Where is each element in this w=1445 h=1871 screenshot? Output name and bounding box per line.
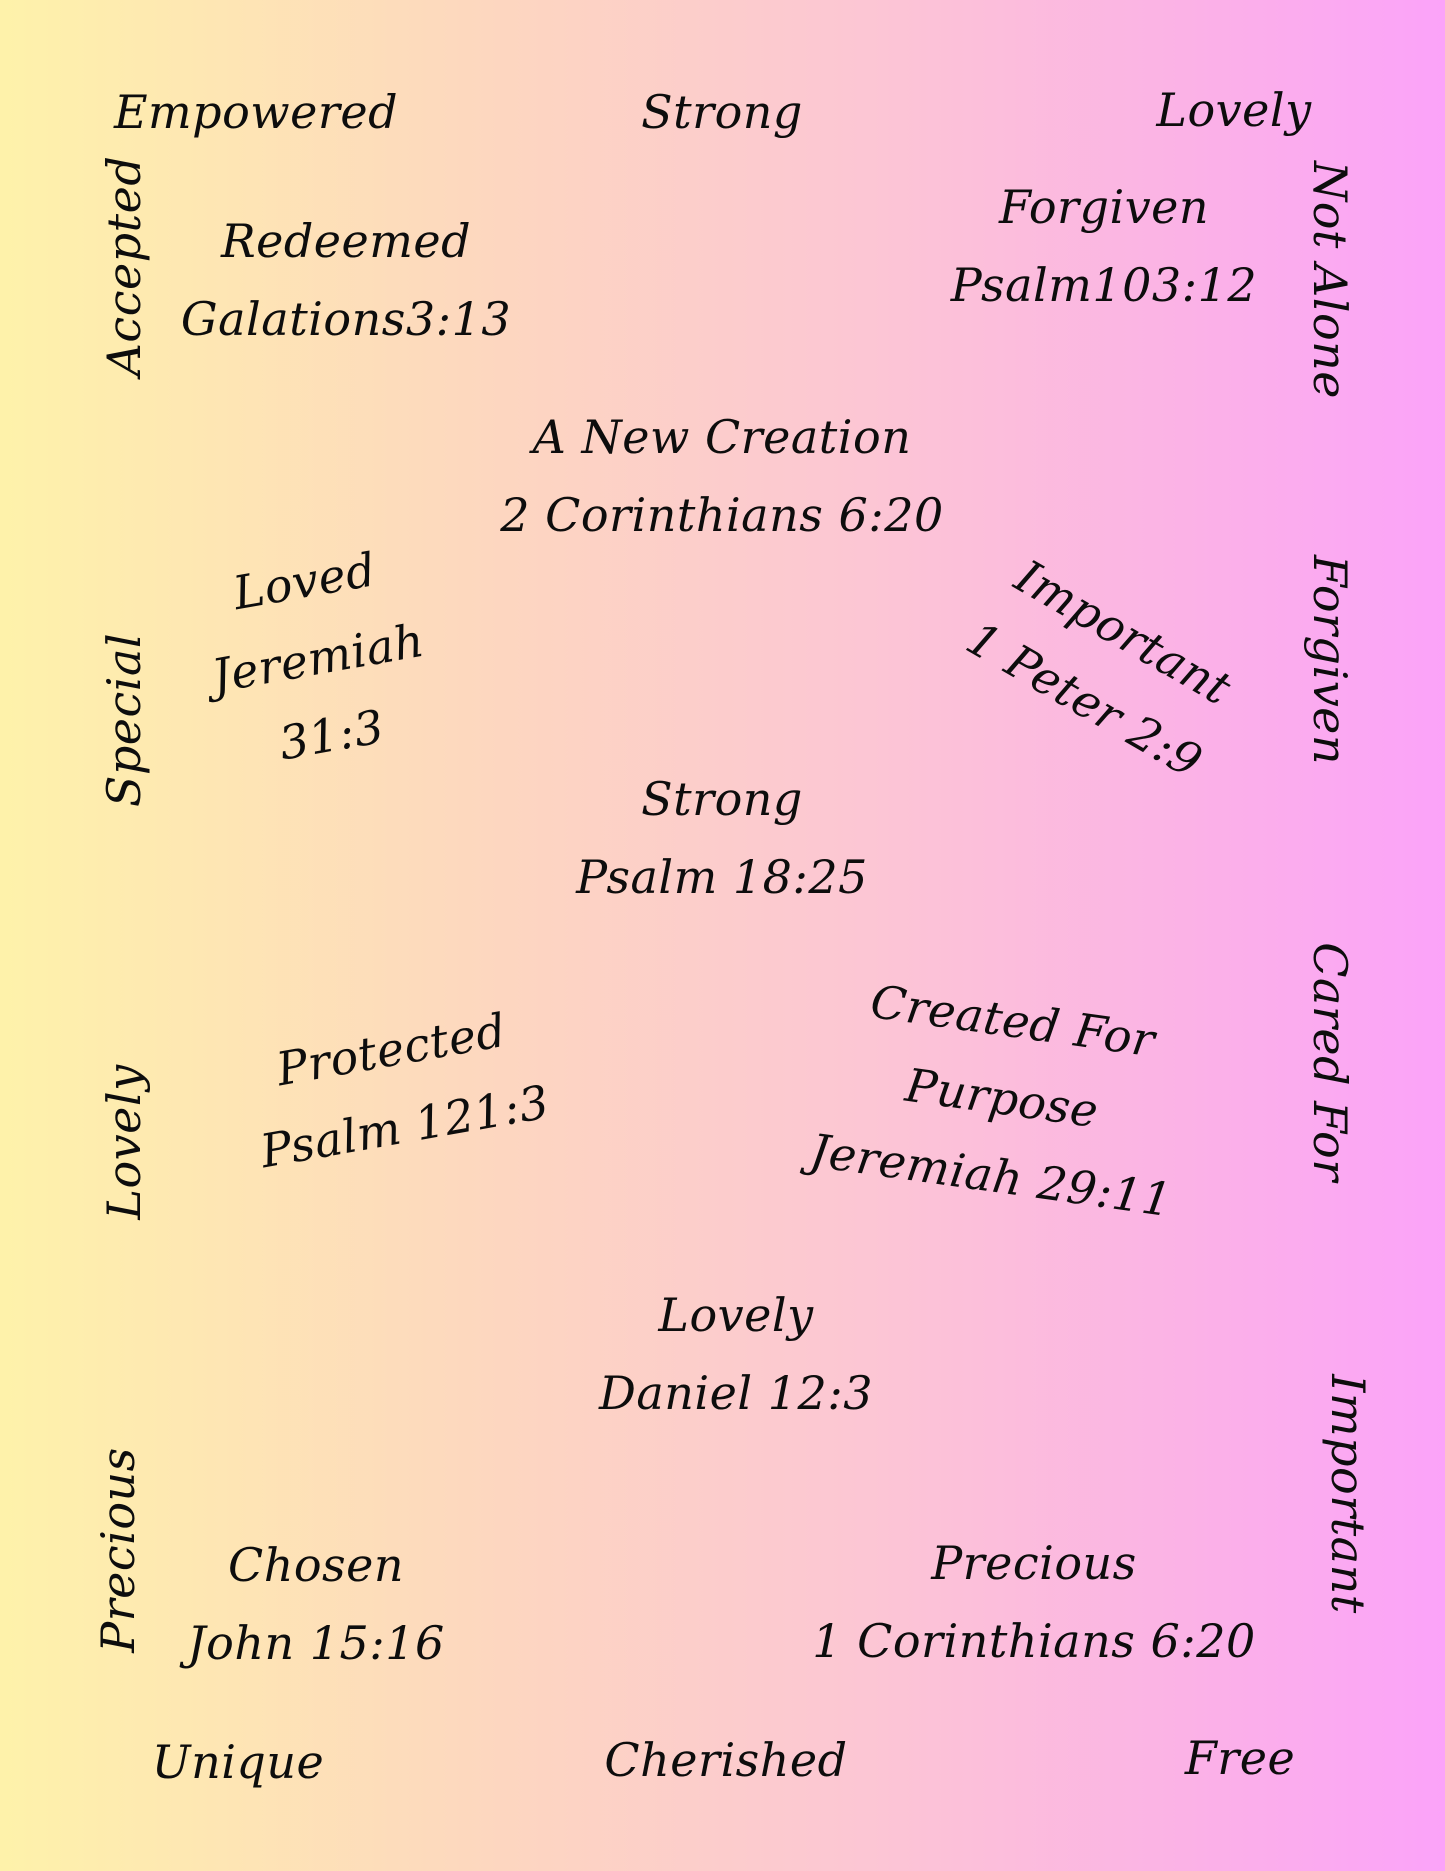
phrase-new-creation-verse: 2 Corinthians 6:20 xyxy=(500,488,944,542)
phrase-redeemed-title: Redeemed xyxy=(220,214,472,268)
phrase-created-for-purpose: Created For Purpose Jeremiah 29:11 xyxy=(805,957,1198,1239)
word-forgiven-right: Forgiven xyxy=(1303,554,1357,766)
word-precious-left: Precious xyxy=(91,1447,145,1653)
word-strong-top: Strong xyxy=(641,85,803,139)
phrase-lovely: Lovely Daniel 12:3 xyxy=(599,1276,873,1432)
phrase-chosen-title: Chosen xyxy=(228,1538,404,1592)
phrase-precious-title: Precious xyxy=(931,1536,1137,1590)
phrase-lovely-title: Lovely xyxy=(658,1288,814,1342)
word-not-alone: Not Alone xyxy=(1303,160,1357,400)
phrase-important: Important 1 Peter 2:9 xyxy=(952,533,1257,799)
word-lovely-top: Lovely xyxy=(1156,83,1312,137)
phrase-redeemed-verse: Galations3:13 xyxy=(180,292,512,346)
word-cared-for: Cared For xyxy=(1303,942,1357,1182)
word-special: Special xyxy=(97,632,151,808)
phrase-new-creation: A New Creation 2 Corinthians 6:20 xyxy=(500,398,944,554)
phrase-lovely-verse: Daniel 12:3 xyxy=(599,1366,873,1420)
word-accepted: Accepted xyxy=(97,155,151,377)
phrase-strong-title: Strong xyxy=(641,772,803,826)
phrase-forgiven-verse: Psalm103:12 xyxy=(950,258,1258,312)
phrase-strong-verse: Psalm 18:25 xyxy=(576,850,868,904)
phrase-loved: Loved Jeremiah 31:3 xyxy=(192,524,444,792)
phrase-chosen: Chosen John 15:16 xyxy=(187,1526,445,1682)
phrase-chosen-verse: John 15:16 xyxy=(187,1616,445,1670)
word-empowered: Empowered xyxy=(113,85,399,139)
phrase-new-creation-title: A New Creation xyxy=(532,410,912,464)
phrase-redeemed: Redeemed Galations3:13 xyxy=(181,202,511,358)
phrase-forgiven-title: Forgiven xyxy=(998,180,1210,234)
phrase-precious-verse: 1 Corinthians 6:20 xyxy=(812,1614,1256,1668)
word-important-right: Important xyxy=(1321,1374,1375,1614)
word-free: Free xyxy=(1184,1731,1296,1785)
phrase-strong: Strong Psalm 18:25 xyxy=(576,760,868,916)
phrase-protected: Protected Psalm 121:3 xyxy=(241,986,555,1190)
phrase-precious: Precious 1 Corinthians 6:20 xyxy=(812,1524,1256,1680)
word-cherished: Cherished xyxy=(604,1733,848,1787)
word-unique: Unique xyxy=(151,1735,325,1789)
phrase-forgiven: Forgiven Psalm103:12 xyxy=(951,168,1257,324)
word-lovely-left: Lovely xyxy=(97,1064,151,1220)
